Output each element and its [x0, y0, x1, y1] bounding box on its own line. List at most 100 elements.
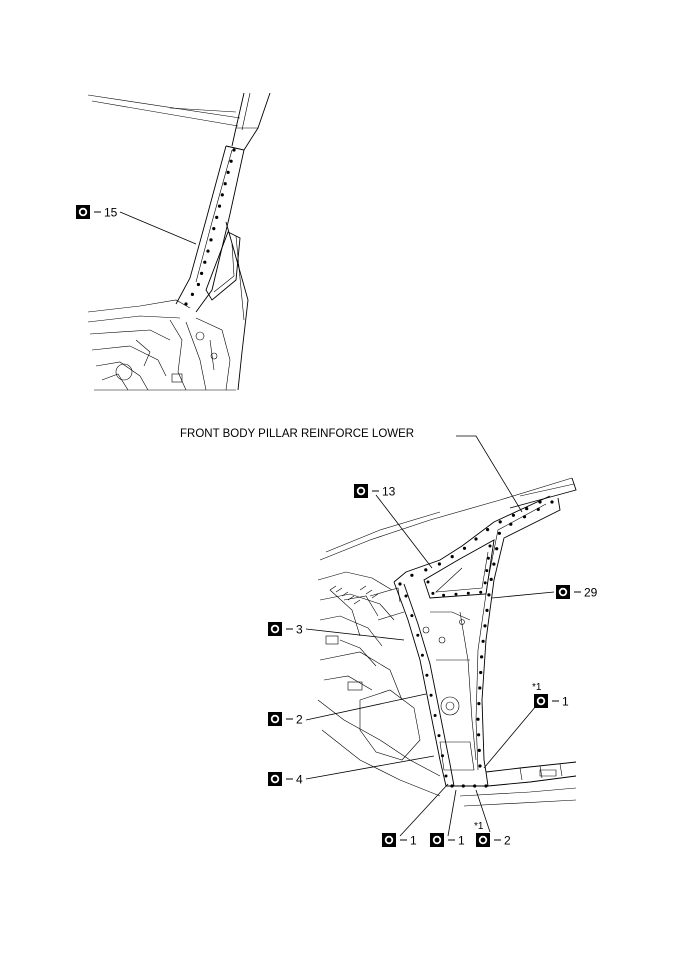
spot-weld-symbol-icon	[76, 205, 90, 219]
spot-weld-dot	[474, 537, 478, 541]
spot-weld-dot	[478, 764, 482, 768]
svg-text:2: 2	[504, 834, 511, 848]
leader-2-bottom	[475, 789, 491, 833]
leader-2-left	[305, 693, 427, 721]
spot-weld-dot	[450, 555, 454, 559]
spot-weld-dot	[425, 673, 429, 677]
title-leader	[456, 435, 523, 513]
svg-text:15: 15	[104, 206, 118, 220]
spot-weld-symbol-icon	[476, 833, 490, 847]
spot-weld-dot	[206, 249, 210, 253]
spot-weld-symbol-icon	[268, 712, 282, 726]
spot-weld-dot	[525, 507, 529, 511]
spot-weld-dot	[538, 500, 542, 504]
part-title: FRONT BODY PILLAR REINFORCE LOWER	[180, 428, 414, 440]
callout-1-right: *1 1	[532, 682, 569, 709]
spot-weld-dot	[481, 639, 485, 643]
spot-weld-symbol-icon	[268, 772, 282, 786]
spot-weld-dot	[442, 593, 446, 597]
spot-weld-dot	[477, 733, 481, 737]
spot-weld-symbol-icon	[354, 484, 368, 498]
spot-weld-dot	[196, 282, 200, 287]
spot-weld-dot	[200, 271, 204, 275]
spot-weld-dot	[479, 670, 483, 675]
spot-weld-dot	[492, 562, 496, 566]
svg-text:*1: *1	[532, 682, 542, 693]
leader-3	[305, 628, 405, 641]
spot-weld-dot	[485, 569, 489, 573]
spot-weld-dot	[483, 581, 487, 585]
spot-weld-dot	[441, 754, 444, 758]
svg-text:1: 1	[458, 834, 465, 848]
spot-weld-dot	[486, 556, 490, 560]
svg-text:*1: *1	[474, 821, 484, 832]
spot-weld-dot	[476, 717, 480, 721]
spot-welds-lower	[398, 500, 554, 788]
spot-weld-dot	[223, 182, 227, 186]
spot-weld-dot	[477, 748, 481, 753]
spot-weld-dot	[424, 568, 428, 572]
leader-4	[305, 755, 435, 780]
spot-weld-dot	[498, 520, 502, 524]
callout-4: 4	[268, 772, 303, 787]
callout-2-bottom: *1 2	[474, 821, 511, 848]
spot-welds-upper	[184, 148, 236, 306]
spot-weld-dot	[522, 515, 527, 519]
leader-1-b	[447, 789, 457, 837]
spot-weld-dot	[437, 562, 441, 566]
spot-weld-dot	[429, 693, 433, 697]
leader-13	[375, 494, 433, 569]
spot-weld-dot	[431, 591, 435, 595]
spot-weld-dot	[488, 544, 492, 548]
spot-weld-dot	[217, 204, 222, 208]
spot-weld-dot	[229, 159, 233, 163]
spot-weld-dot	[486, 528, 490, 532]
spot-weld-dot	[212, 227, 216, 231]
spot-weld-symbol-icon	[534, 694, 548, 708]
callout-2-left: 2	[268, 712, 303, 727]
callout-29: 29	[556, 585, 598, 600]
spot-weld-dot	[483, 624, 487, 628]
spot-weld-dot	[550, 500, 554, 504]
spot-weld-dot	[410, 614, 414, 618]
svg-text:2: 2	[296, 713, 303, 727]
spot-weld-dot	[479, 590, 483, 594]
callout-15: 15	[76, 205, 118, 220]
spot-weld-dot	[462, 546, 467, 550]
spot-weld-dot	[461, 784, 465, 788]
spot-weld-dot	[190, 292, 194, 296]
spot-weld-dot	[497, 531, 501, 535]
spot-weld-dot	[398, 582, 402, 586]
spot-weld-dot	[433, 714, 437, 717]
spot-weld-dot	[426, 580, 430, 584]
svg-text:3: 3	[296, 623, 303, 637]
spot-weld-dot	[203, 260, 207, 264]
spot-weld-dot	[450, 784, 454, 788]
spot-weld-dot	[480, 655, 484, 659]
callout-1-a: 1	[382, 833, 417, 848]
spot-weld-dot	[536, 507, 540, 511]
spot-weld-dot	[444, 774, 448, 778]
spot-weld-dot	[478, 686, 482, 690]
svg-text:29: 29	[584, 586, 598, 600]
spot-weld-symbol-icon	[430, 833, 444, 847]
leader-1-a	[399, 783, 449, 837]
svg-text:13: 13	[382, 485, 396, 499]
spot-weld-dot	[473, 784, 477, 788]
leader-15	[119, 211, 197, 245]
spot-weld-dot	[232, 148, 236, 152]
svg-text:4: 4	[296, 773, 303, 787]
spot-weld-dot	[511, 513, 515, 517]
svg-text:1: 1	[562, 695, 569, 709]
spot-weld-dot	[226, 170, 230, 174]
leader-29	[491, 591, 555, 599]
svg-text:1: 1	[410, 834, 417, 848]
upper-view	[87, 92, 271, 391]
spot-weld-dot	[410, 573, 414, 577]
leader-lines	[119, 211, 555, 837]
callout-3: 3	[268, 622, 303, 637]
spot-weld-dot	[404, 594, 408, 598]
callout-13: 13	[354, 484, 396, 499]
